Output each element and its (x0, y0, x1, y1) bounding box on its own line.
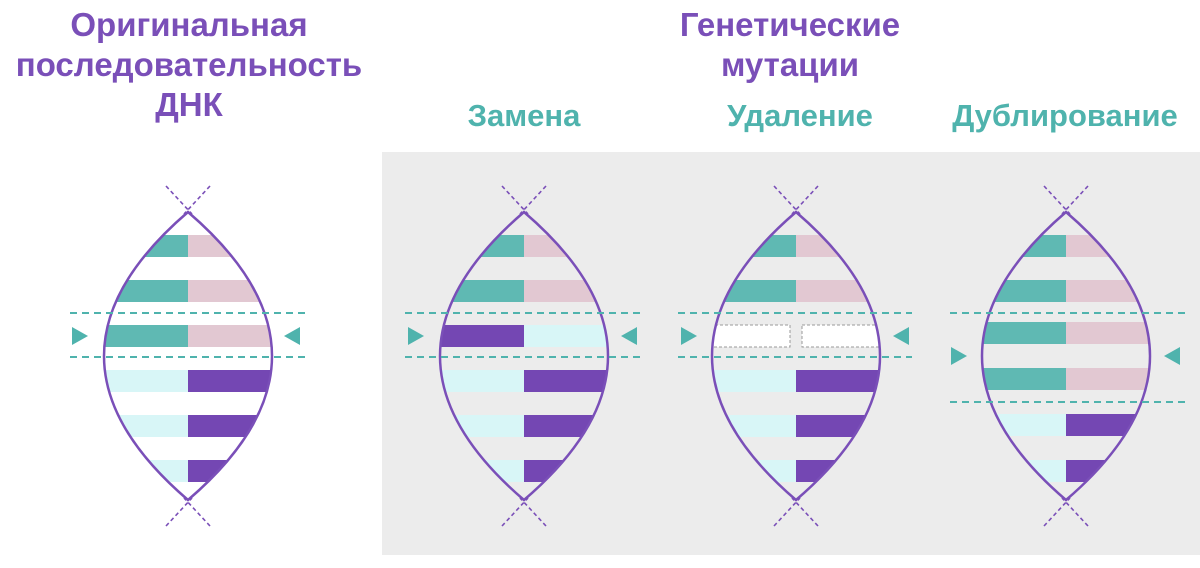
label-duplication: Дублирование (952, 98, 1178, 133)
duplication-marker-arrow-left-icon (1164, 347, 1180, 365)
substitution-left-base-2 (440, 325, 524, 347)
substitution-left-base-0 (440, 235, 524, 257)
deletion-right-base-1 (796, 280, 880, 302)
deletion-top-cross-line-a (773, 185, 801, 215)
substitution-right-base-5 (524, 460, 608, 482)
substitution-bottom-cross-line-a (501, 497, 529, 527)
substitution-top-cross-line-b (519, 185, 547, 215)
label-substitution: Замена (467, 98, 581, 133)
substitution-bottom-cross-line-b (519, 497, 547, 527)
duplication-left-base-4 (982, 414, 1066, 436)
original-bottom-cross-line-a (165, 497, 193, 527)
substitution-right-base-2 (524, 325, 608, 347)
substitution-right-base-3 (524, 370, 608, 392)
deletion-bottom-cross-line-b (791, 497, 819, 527)
mutation-panel (382, 152, 1200, 555)
duplication-right-base-5 (1066, 460, 1150, 482)
duplication-right-base-2 (1066, 322, 1150, 344)
deletion-helix-outline (710, 210, 882, 502)
deletion-right-base-0 (796, 235, 880, 257)
substitution-helix-outline (438, 210, 610, 502)
substitution-base-pairs (440, 235, 608, 482)
original-bottom-cross-line-b (183, 497, 211, 527)
duplication-marker-arrow-right-icon (951, 347, 967, 365)
duplication-bottom-cross-line-a (1043, 497, 1071, 527)
deletion-base-pairs (712, 235, 880, 482)
substitution-marker-arrow-left-icon (621, 327, 637, 345)
original-marker-arrow-left-icon (284, 327, 300, 345)
original-right-base-5 (188, 460, 272, 482)
substitution-helix (438, 185, 610, 527)
duplication-helix-outline (980, 210, 1152, 502)
deletion-deleted-right-base (801, 324, 880, 348)
deletion-right-base-3 (796, 370, 880, 392)
duplication-right-base-3 (1066, 368, 1150, 390)
deletion-left-base-0 (712, 235, 796, 257)
deletion-deleted-left-base (712, 324, 791, 348)
substitution-left-base-3 (440, 370, 524, 392)
duplication-top-cross-line-a (1043, 185, 1071, 215)
substitution-top-cross-line-a (501, 185, 529, 215)
duplication-helix (980, 185, 1152, 527)
title-genetic-mutations: Генетические мутации (679, 6, 901, 83)
original-left-base-0 (104, 235, 188, 257)
deletion-top-cross-line-b (791, 185, 819, 215)
original-right-base-0 (188, 235, 272, 257)
substitution-right-base-1 (524, 280, 608, 302)
label-deletion: Удаление (727, 98, 873, 133)
duplication-left-base-2 (982, 322, 1066, 344)
duplication-left-base-1 (982, 280, 1066, 302)
original-right-base-3 (188, 370, 272, 392)
duplication-right-base-0 (1066, 235, 1150, 257)
duplication-top-cross-line-b (1061, 185, 1089, 215)
original-left-base-4 (104, 415, 188, 437)
deletion-left-base-1 (712, 280, 796, 302)
duplication-right-base-4 (1066, 414, 1150, 436)
original-right-base-4 (188, 415, 272, 437)
original-left-base-5 (104, 460, 188, 482)
duplication-right-base-1 (1066, 280, 1150, 302)
substitution-left-base-1 (440, 280, 524, 302)
deletion-right-base-5 (796, 460, 880, 482)
original-top-cross-line-b (183, 185, 211, 215)
substitution-right-base-4 (524, 415, 608, 437)
original-left-base-2 (104, 325, 188, 347)
deletion-left-base-4 (712, 415, 796, 437)
deletion-right-base-4 (796, 415, 880, 437)
substitution-left-base-5 (440, 460, 524, 482)
original-helix-outline (102, 210, 274, 502)
deletion-marker-arrow-right-icon (681, 327, 697, 345)
duplication-left-base-5 (982, 460, 1066, 482)
substitution-marker-arrow-right-icon (408, 327, 424, 345)
duplication-left-base-0 (982, 235, 1066, 257)
duplication-left-base-3 (982, 368, 1066, 390)
title-original-sequence: Оригинальная последовательность ДНК (15, 6, 363, 123)
original-right-base-2 (188, 325, 272, 347)
duplication-base-pairs (982, 235, 1150, 482)
duplication-bottom-cross-line-b (1061, 497, 1089, 527)
deletion-bottom-cross-line-a (773, 497, 801, 527)
original-base-pairs (104, 235, 272, 482)
original-top-cross-line-a (165, 185, 193, 215)
original-left-base-1 (104, 280, 188, 302)
original-marker-arrow-right-icon (72, 327, 88, 345)
deletion-marker-arrow-left-icon (893, 327, 909, 345)
original-left-base-3 (104, 370, 188, 392)
deletion-left-base-5 (712, 460, 796, 482)
deletion-left-base-3 (712, 370, 796, 392)
substitution-right-base-0 (524, 235, 608, 257)
substitution-left-base-4 (440, 415, 524, 437)
original-right-base-1 (188, 280, 272, 302)
